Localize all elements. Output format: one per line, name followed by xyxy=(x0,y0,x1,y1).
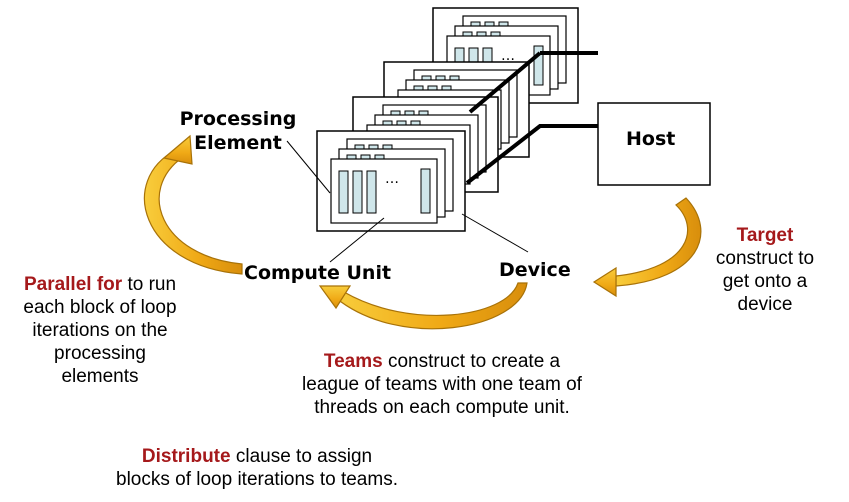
arrow-body xyxy=(615,197,702,287)
arrow-body xyxy=(143,149,243,275)
distribute-annotation: Distribute clause to assign blocks of lo… xyxy=(82,445,432,491)
arrow-head xyxy=(318,285,352,310)
target-line-2: get onto a xyxy=(722,271,808,292)
teams-first-line-rest: construct to create a xyxy=(382,351,561,372)
parallel-for-arrow xyxy=(143,134,243,275)
processing-element xyxy=(352,170,363,214)
processing-element-line2: Element xyxy=(194,132,282,154)
distribute-first-line-rest: clause to assign xyxy=(230,446,373,467)
parallel-for-first-line-rest: to run xyxy=(122,274,177,295)
device-stacks: ………… xyxy=(316,7,579,232)
teams-annotation: Teams construct to create a league of te… xyxy=(262,350,622,419)
ellipsis-glyph: … xyxy=(385,171,399,187)
host-bus-upper-diag xyxy=(468,51,542,114)
team-box xyxy=(330,158,438,224)
host-box xyxy=(597,102,711,186)
arrow-head xyxy=(592,266,617,298)
device-label: Device xyxy=(499,259,571,281)
teams-line-0: Teams construct to create a xyxy=(262,350,622,373)
teams-line-2: threads on each compute unit. xyxy=(314,397,570,418)
processing-element-label: Processing Element xyxy=(178,107,298,155)
leader-lines xyxy=(286,140,529,263)
teams-keyword: Teams xyxy=(323,351,383,372)
teams-line-1: league of teams with one team of xyxy=(302,374,582,395)
ellipsis-glyph: … xyxy=(501,48,515,64)
arrow-head xyxy=(162,134,193,165)
parallel-for-line-2: iterations on the xyxy=(32,320,168,341)
parallel-for-line-4: elements xyxy=(61,366,139,387)
teams-arrow xyxy=(318,282,528,330)
arrow-body xyxy=(335,282,528,330)
host-connectors xyxy=(465,51,711,186)
host-label: Host xyxy=(626,128,676,150)
parallel-for-line-0: Parallel for to run xyxy=(0,273,200,296)
processing-element-line1: Processing xyxy=(179,108,297,130)
parallel-for-annotation: Parallel for to run each block of loop i… xyxy=(0,273,200,388)
distribute-line-0: Distribute clause to assign xyxy=(82,445,432,468)
distribute-keyword: Distribute xyxy=(141,446,231,467)
parallel-for-line-3: processing xyxy=(54,343,146,364)
curved-arrows xyxy=(143,134,702,330)
target-line-1: construct to xyxy=(715,248,815,269)
processing-element xyxy=(533,45,544,86)
device-stack: … xyxy=(316,130,466,232)
parallel-for-keyword: Parallel for xyxy=(23,274,123,295)
pe-leader-line xyxy=(286,140,331,194)
processing-element xyxy=(338,170,349,214)
parallel-for-line-1: each block of loop xyxy=(23,297,177,318)
target-keyword: Target xyxy=(736,225,794,246)
target-line-3: device xyxy=(737,294,793,315)
compute-unit-label: Compute Unit xyxy=(244,262,392,284)
distribute-line-1: blocks of loop iterations to teams. xyxy=(116,469,398,490)
host-bus-line xyxy=(465,124,598,185)
device-leader-line xyxy=(461,213,529,253)
target-arrow xyxy=(592,197,702,298)
processing-element xyxy=(366,170,377,214)
processing-element xyxy=(420,168,431,214)
compute-unit-leader-line xyxy=(329,217,385,263)
target-annotation: Target construct to get onto a device xyxy=(690,224,840,316)
